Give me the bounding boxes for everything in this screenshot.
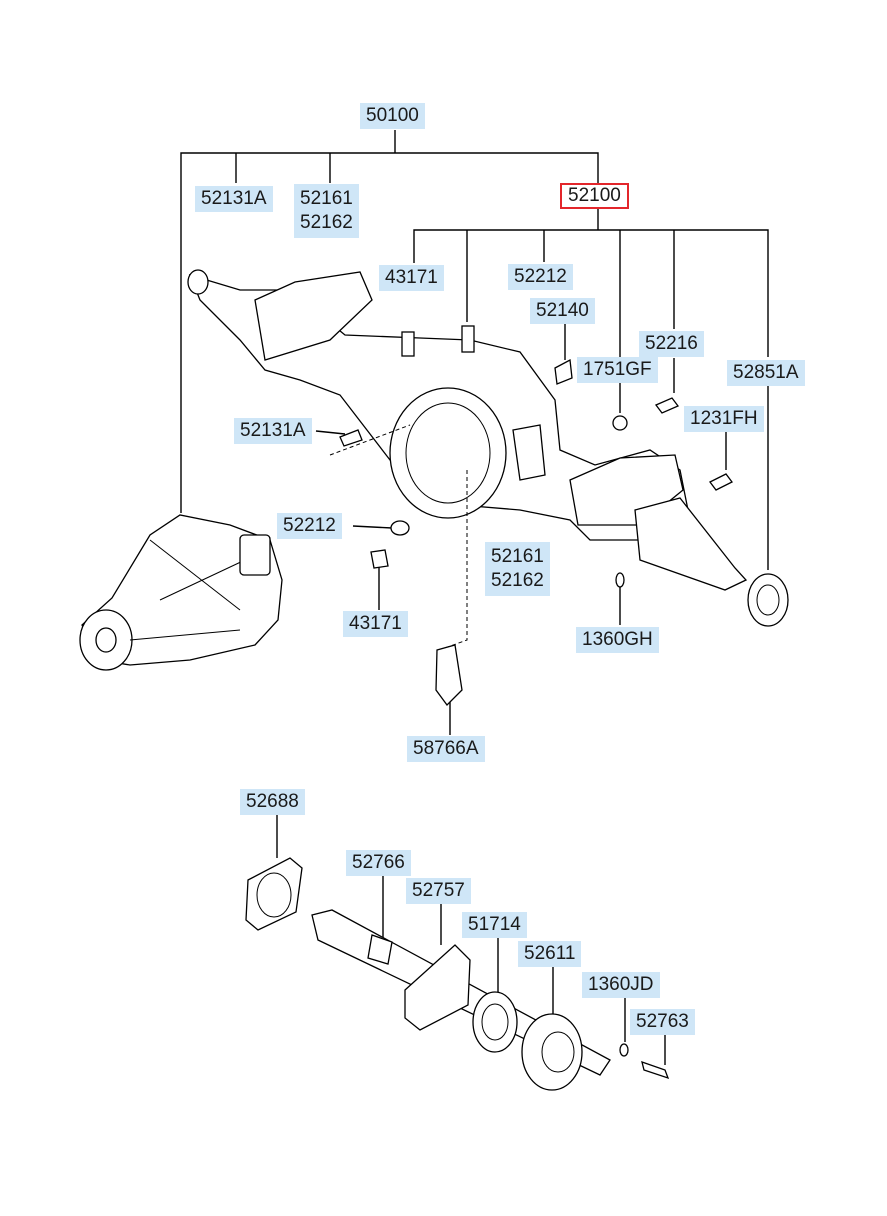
leader-lines [180, 130, 769, 1065]
axle-housing [187, 269, 789, 649]
label-1231fh[interactable]: 1231FH [684, 406, 764, 432]
axle-shaft-drawing [311, 909, 670, 1091]
label-line-1: 52161 [491, 546, 544, 567]
differential-carrier [79, 514, 283, 671]
label-1360gh[interactable]: 1360GH [576, 627, 659, 653]
label-52611[interactable]: 52611 [518, 941, 582, 967]
label-1360jd[interactable]: 1360JD [582, 972, 660, 998]
label-52216[interactable]: 52216 [639, 331, 704, 357]
label-52131a-top[interactable]: 52131A [195, 186, 273, 212]
label-line-2: 52162 [300, 212, 353, 233]
label-52140[interactable]: 52140 [530, 298, 595, 324]
label-50100[interactable]: 50100 [360, 103, 425, 129]
label-line-1: 52161 [300, 188, 353, 209]
label-52763[interactable]: 52763 [630, 1009, 695, 1035]
hardware [339, 397, 733, 706]
label-52161-52162-top[interactable]: 52161 52162 [294, 184, 359, 238]
gasket-drawing [245, 857, 303, 931]
label-52688[interactable]: 52688 [240, 789, 305, 815]
label-1751gf[interactable]: 1751GF [577, 357, 658, 383]
label-52212-top[interactable]: 52212 [508, 264, 573, 290]
label-52851a[interactable]: 52851A [727, 360, 805, 386]
label-line-2: 52162 [491, 570, 544, 591]
label-52766[interactable]: 52766 [346, 850, 411, 876]
label-52212-left[interactable]: 52212 [277, 513, 342, 539]
label-43171-top[interactable]: 43171 [379, 265, 444, 291]
label-52131a-left[interactable]: 52131A [234, 418, 312, 444]
label-52757[interactable]: 52757 [406, 878, 471, 904]
label-51714[interactable]: 51714 [462, 912, 527, 938]
label-58766a[interactable]: 58766A [407, 736, 485, 762]
label-52161-52162-mid[interactable]: 52161 52162 [485, 542, 550, 596]
label-43171-bottom[interactable]: 43171 [343, 611, 408, 637]
label-52100-selected[interactable]: 52100 [560, 183, 629, 209]
